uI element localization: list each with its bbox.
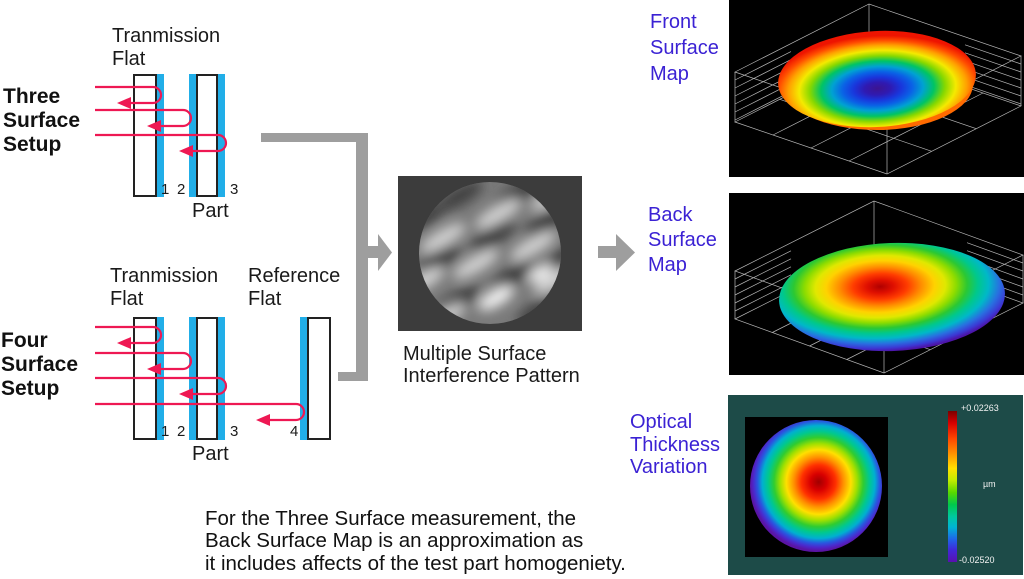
scale-unit-label: µm [983,479,996,489]
otv-map-frame [745,417,888,557]
surface-number: 3 [230,181,239,198]
beams-four-surface [95,325,306,422]
front-surface-map-label: Front Surface Map [650,11,719,85]
transmission-flat-label-top: Tranmission Flat [112,25,221,70]
scale-min-label: -0.02520 [959,555,995,565]
interference-pattern [398,176,582,331]
scale-max-label: +0.02263 [961,403,999,413]
surface-number: 1 [161,423,170,440]
part-label-bottom: Part [192,443,229,465]
back-surface-map-plot [734,200,1024,374]
front-surface-blob [778,30,976,128]
transmission-flat-label-bottom: Tranmission Flat [110,265,219,310]
connector-bracket [261,133,635,381]
beams-three-surface [95,85,228,153]
surface-number: 2 [177,423,186,440]
otv-map [750,420,882,552]
back-surface-blob [779,242,1005,352]
surface-4-stripe [300,317,307,440]
back-surface-map-label: Back Surface Map [648,204,717,276]
reference-flat [307,317,331,440]
arrow-to-pattern-icon [378,234,392,271]
otv-disk [750,420,882,552]
beam-arrowheads-three [117,97,193,157]
arrow-to-maps-icon [616,234,635,271]
surface-number: 3 [230,423,239,440]
four-surface-setup-label: Four Surface Setup [1,329,79,400]
surface-number: 4 [290,423,299,440]
interference-caption: Multiple Surface Interference Pattern [403,343,580,387]
arrow-to-pattern-stem [368,246,378,258]
arrow-to-maps-stem [598,246,616,258]
three-surface-setup-label: Three Surface Setup [3,85,81,156]
reference-flat-label: Reference Flat [248,265,341,310]
optical-thickness-panel: +0.02263 µm -0.02520 [728,395,1023,575]
interference-pattern-image [419,182,561,324]
surface-number: 2 [177,181,186,198]
footnote: For the Three Surface measurement, the B… [205,507,626,575]
surface-number: 1 [161,181,170,198]
optical-thickness-variation-label: Optical Thickness Variation [630,411,721,478]
beam-arrowheads-four [117,337,270,426]
part-label-top: Part [192,200,229,222]
colorbar [948,411,957,562]
front-surface-map-plot [734,3,1022,175]
back-surface-map-panel [729,193,1024,375]
front-surface-map-panel [729,0,1024,177]
